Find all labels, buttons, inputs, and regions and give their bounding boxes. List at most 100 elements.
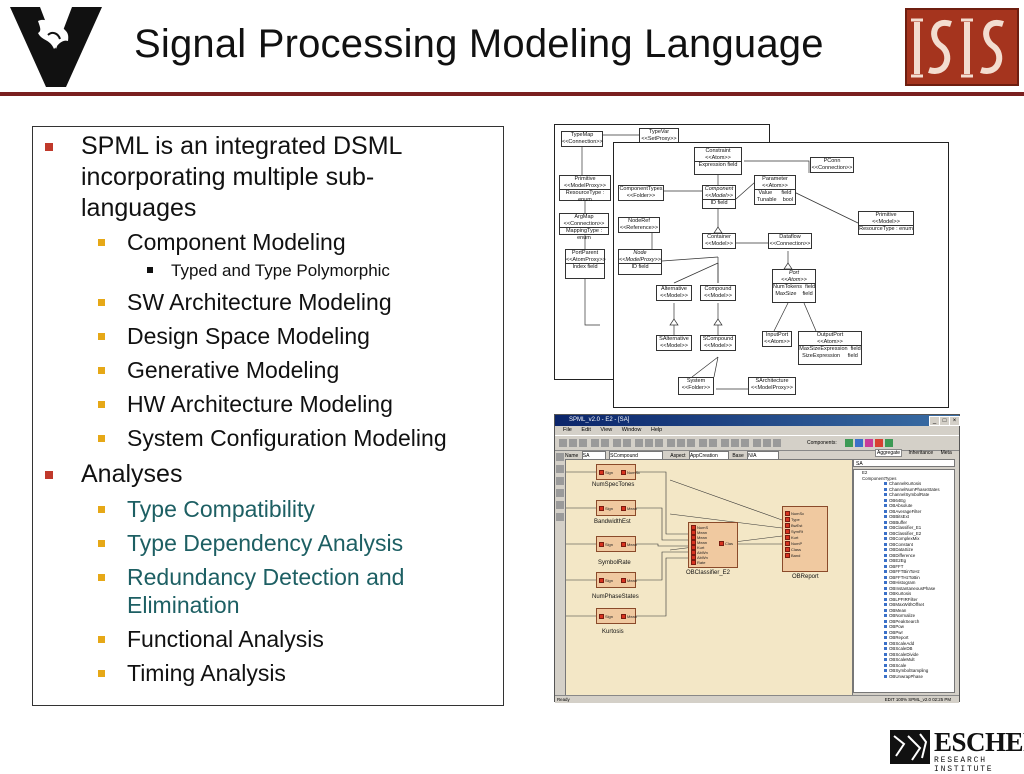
tool-icon[interactable] xyxy=(773,439,781,447)
tool-icon[interactable] xyxy=(731,439,739,447)
component-icon[interactable] xyxy=(865,439,873,447)
tab-meta[interactable]: Meta xyxy=(940,450,952,456)
tree-folder-item[interactable]: ComponentTypes xyxy=(862,475,897,481)
tree-item[interactable]: OBScaleDivide xyxy=(854,652,954,658)
name-label: Name xyxy=(565,453,579,459)
tree-item[interactable]: OBFFTBinToHz xyxy=(854,569,954,575)
tree-item[interactable]: OBE2Eg xyxy=(854,558,954,564)
tree-item[interactable]: OBSymbolSampling xyxy=(854,668,954,674)
uml-class: Dataflow<<Connection>> xyxy=(768,233,812,249)
bullet-marker xyxy=(98,574,105,581)
tree-item[interactable]: OBBuffer xyxy=(854,520,954,526)
tool-icon[interactable] xyxy=(721,439,729,447)
tree-item[interactable]: OBComplexMix xyxy=(854,536,954,542)
tree-item[interactable]: OBMaxWithOffset xyxy=(854,602,954,608)
model-port: AbWn xyxy=(691,550,708,555)
tree-item[interactable]: OBAbsolute xyxy=(854,503,954,509)
tree-item[interactable]: OBFFT xyxy=(854,564,954,570)
tool-icon[interactable] xyxy=(709,439,717,447)
menu-file[interactable]: File xyxy=(563,427,572,433)
tree-item[interactable]: OBClassifier_E1 xyxy=(854,525,954,531)
tool-icon[interactable] xyxy=(569,439,577,447)
tree-root-item[interactable]: E2 xyxy=(862,470,868,475)
tool-icon[interactable] xyxy=(591,439,599,447)
bullet-type-dependency: Type Dependency Analysis xyxy=(127,530,404,556)
tree-item[interactable]: OBAverageFilter xyxy=(854,509,954,515)
tree-item[interactable]: OBReport xyxy=(854,635,954,641)
tree-item[interactable]: ChannelSymbolRate xyxy=(854,492,954,498)
report-model[interactable]: NumSc Type BwEst SymRt Kurt NumP Class B… xyxy=(782,506,828,572)
tree-item[interactable]: OBScaleAdd xyxy=(854,641,954,647)
bullet-typed-polymorphic: Typed and Type Polymorphic xyxy=(171,261,390,280)
tool-icon[interactable] xyxy=(741,439,749,447)
palette-icon[interactable] xyxy=(556,453,564,461)
tool-icon[interactable] xyxy=(559,439,567,447)
tree-item[interactable]: OBScale xyxy=(854,663,954,669)
tree-item[interactable]: ChannelNumPhaseStates xyxy=(854,487,954,493)
palette-icon[interactable] xyxy=(556,477,564,485)
close-button[interactable]: × xyxy=(949,416,960,426)
menu-window[interactable]: Window xyxy=(621,427,642,433)
model-port-out: Clas xyxy=(719,541,733,546)
tool-icon[interactable] xyxy=(635,439,643,447)
tree-item[interactable]: OBPow xyxy=(854,624,954,630)
atom-box[interactable]: Sign Mean xyxy=(596,536,637,552)
tool-icon[interactable] xyxy=(763,439,771,447)
tree-item[interactable]: OBNormalize xyxy=(854,613,954,619)
tool-icon[interactable] xyxy=(613,439,621,447)
tool-icon[interactable] xyxy=(677,439,685,447)
palette-icon[interactable] xyxy=(556,465,564,473)
component-icon[interactable] xyxy=(875,439,883,447)
tree-item[interactable]: OBMean xyxy=(854,608,954,614)
tree-item[interactable]: OBUnwrapPhase xyxy=(854,674,954,680)
tree-item[interactable]: OBDataSize xyxy=(854,547,954,553)
palette-icon[interactable] xyxy=(556,489,564,497)
tree-item[interactable]: OB64Eg xyxy=(854,498,954,504)
tool-icon[interactable] xyxy=(645,439,653,447)
tree-item[interactable]: OBInstantaneousPhase xyxy=(854,586,954,592)
tab-aggregate[interactable]: Aggregate xyxy=(875,449,903,457)
bullet-functional: Functional Analysis xyxy=(127,626,324,652)
classifier-model[interactable]: NumS Mean Mean Mean Kurt AbWn AbWn Rate … xyxy=(688,522,738,568)
tool-icon[interactable] xyxy=(667,439,675,447)
tree-item[interactable]: OBFFTHzToBin xyxy=(854,575,954,581)
atom-box[interactable]: Sign Mean xyxy=(596,608,637,624)
tree-item[interactable]: ChannelKurtosis xyxy=(854,481,954,487)
tool-icon[interactable] xyxy=(601,439,609,447)
tree-item[interactable]: OBHistogram xyxy=(854,580,954,586)
tree-item[interactable]: OBScaleMult xyxy=(854,657,954,663)
uml-class: Port<<Atom>>NumTokens field MaxSize fiel… xyxy=(772,269,816,303)
atom-box[interactable]: Sign NumSc xyxy=(596,464,640,480)
tree-item[interactable]: OBClassifier_E2 xyxy=(854,531,954,537)
menu-help[interactable]: Help xyxy=(650,427,663,433)
gme-model-canvas[interactable]: Sign NumSc NumSpecTones Sign Mean Bandwi… xyxy=(565,459,853,697)
menu-edit[interactable]: Edit xyxy=(581,427,591,433)
tool-icon[interactable] xyxy=(579,439,587,447)
browser-combo[interactable]: SA xyxy=(853,459,955,467)
tree-item[interactable]: OBBitsExt xyxy=(854,514,954,520)
tool-icon[interactable] xyxy=(753,439,761,447)
atom-box[interactable]: Sign Mean xyxy=(596,500,637,516)
tree-item[interactable]: OBScaleDB xyxy=(854,646,954,652)
tool-icon[interactable] xyxy=(687,439,695,447)
tool-icon[interactable] xyxy=(623,439,631,447)
component-icon[interactable] xyxy=(855,439,863,447)
tree-item[interactable]: OBKurtosis xyxy=(854,591,954,597)
atom-box[interactable]: Sign Mean xyxy=(596,572,637,588)
tree-item[interactable]: OBLPFIRFilter xyxy=(854,597,954,603)
tab-inheritance[interactable]: Inheritance xyxy=(908,450,934,456)
tree-item[interactable]: OBConstant xyxy=(854,542,954,548)
tree-item[interactable]: OBPwr xyxy=(854,630,954,636)
atom-port-in: Sign xyxy=(599,578,613,583)
component-icon[interactable] xyxy=(885,439,893,447)
atom-port-in: Sign xyxy=(599,542,613,547)
tree-item[interactable]: OBPeakSearch xyxy=(854,619,954,625)
menu-view[interactable]: View xyxy=(600,427,613,433)
tree-item[interactable]: OBDifference xyxy=(854,553,954,559)
palette-icon[interactable] xyxy=(556,513,564,521)
tool-icon[interactable] xyxy=(655,439,663,447)
palette-icon[interactable] xyxy=(556,501,564,509)
tool-icon[interactable] xyxy=(699,439,707,447)
component-icon[interactable] xyxy=(845,439,853,447)
